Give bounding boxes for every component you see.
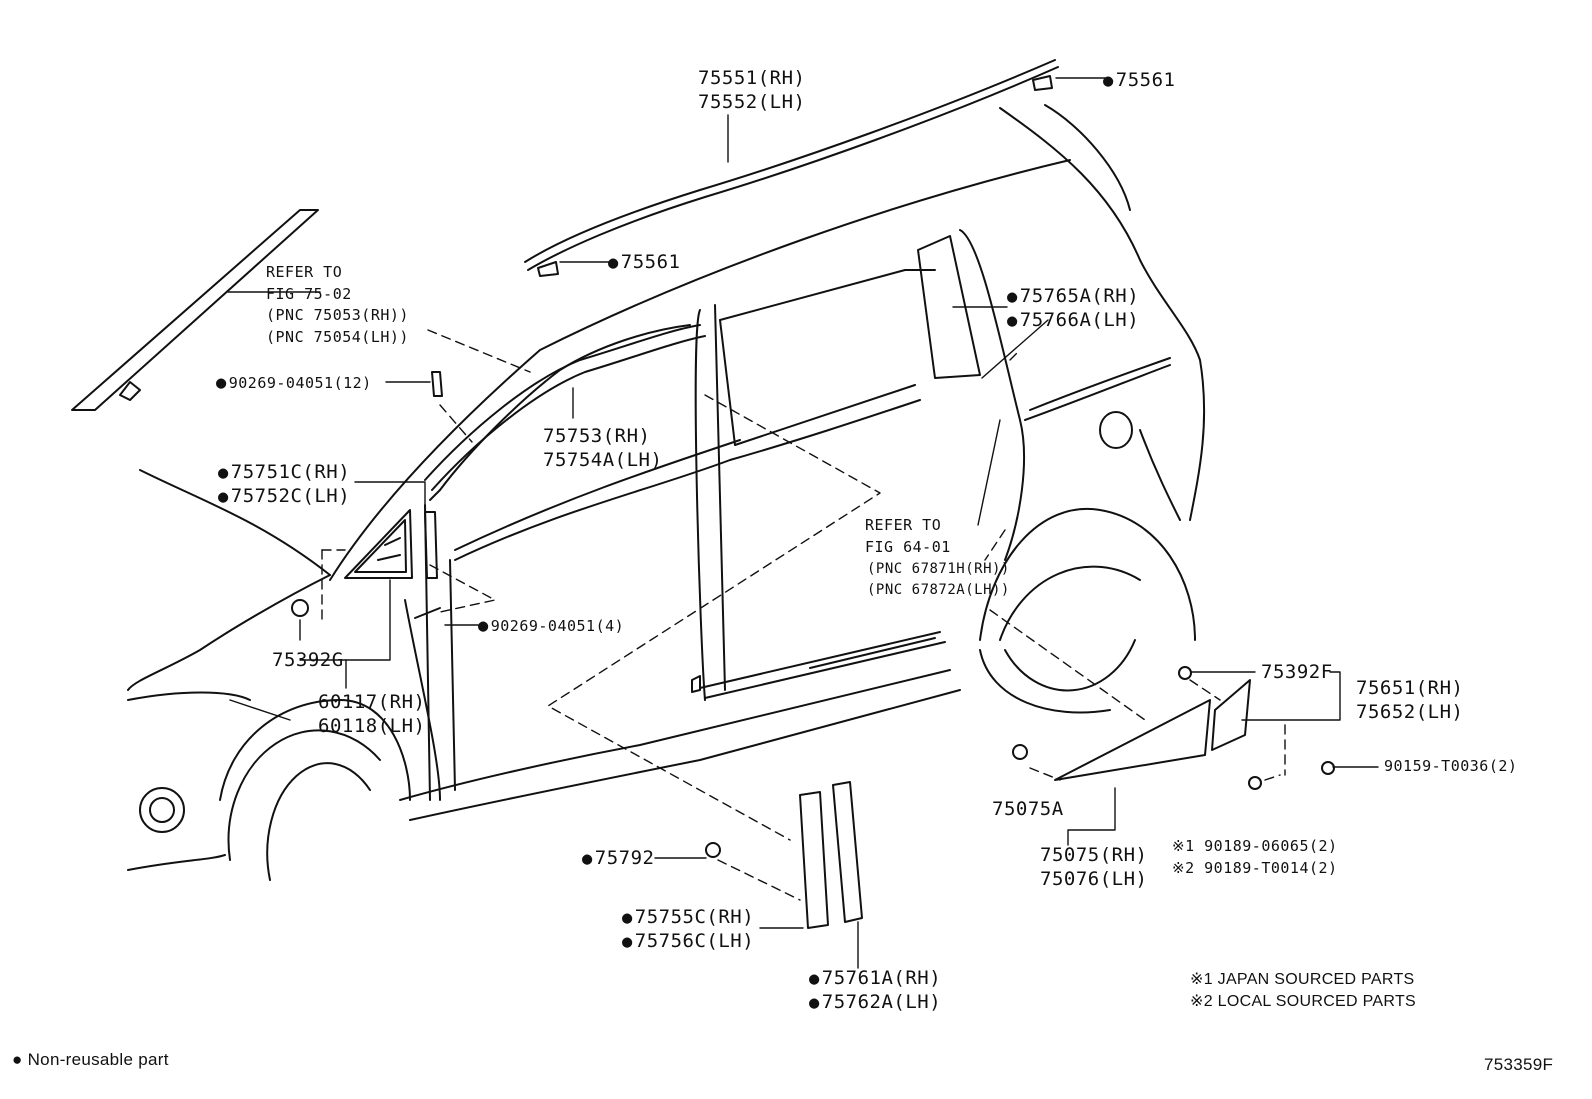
label-75754A: 75754A(LH) [543,449,663,471]
label-75561-mid-text: 75561 [620,251,681,273]
center-pillar-garnish [799,781,863,929]
note-japan-sourced: ※1 JAPAN SOURCED PARTS [1190,971,1415,988]
ref1-line1: REFER TO [266,263,343,281]
label-75766A: 75766A(LH) [1007,308,1139,333]
label-90189-06065: ※1 90189-06065(2) [1172,837,1338,855]
label-75755C-text: 75755C(RH) [634,906,755,928]
leader-lines [227,77,1379,969]
label-75751C-text: 75751C(RH) [230,461,351,483]
ref2-line3: (PNC 67871H(RH)) [867,561,1010,577]
dashed-reference-lines [321,329,1286,901]
label-75756C-text: 75756C(LH) [634,930,755,952]
ref2-line1: REFER TO [865,516,942,534]
diagram-id: 753359F [1484,1055,1554,1074]
label-75766A-text: 75766A(LH) [1019,309,1140,331]
ref1-line4: (PNC 75054(LH)) [266,328,409,346]
label-75561-top-text: 75561 [1115,69,1176,91]
label-75755C: 75755C(RH) [622,905,754,930]
label-75765A: 75765A(RH) [1007,284,1139,309]
label-75792: 75792 [582,846,654,871]
legend-dot-icon: ● [12,1050,23,1069]
ref2-line2: FIG 64-01 [865,538,951,556]
legend-non-reusable: ● Non-reusable part [12,1048,169,1072]
label-60117: 60117(RH) [318,691,426,713]
quarter-window-molding [344,509,438,579]
label-75561-mid: 75561 [608,250,680,275]
label-75075: 75075(RH) [1040,844,1148,866]
label-75561-top: 75561 [1103,68,1175,93]
wheel-arches [139,507,1196,881]
legend-text: Non-reusable part [27,1050,169,1069]
note-local-sourced: ※2 LOCAL SOURCED PARTS [1190,993,1416,1010]
label-75765A-text: 75765A(RH) [1019,285,1140,307]
label-75651: 75651(RH) [1356,677,1464,699]
label-75076: 75076(LH) [1040,868,1148,890]
rear-pillar-garnish [917,235,981,379]
label-75752C-text: 75752C(LH) [230,485,351,507]
rear-quarter-molding [1012,666,1335,790]
label-75075A: 75075A [992,798,1064,820]
ref1-line3: (PNC 75053(RH)) [266,306,409,324]
window-frame-molding [424,324,706,491]
label-90269-12: 90269-04051(12) [216,373,372,393]
label-90159: 90159-T0036(2) [1384,757,1518,775]
label-75751C: 75751C(RH) [218,460,350,485]
label-90269-4: 90269-04051(4) [478,616,624,636]
fasteners [291,75,1053,858]
label-75752C: 75752C(LH) [218,484,350,509]
label-75652: 75652(LH) [1356,701,1464,723]
label-75762A: 75762A(LH) [809,990,941,1015]
label-75753: 75753(RH) [543,425,651,447]
label-60118: 60118(LH) [318,715,426,737]
door-belt-molding [699,631,946,699]
label-75756C: 75756C(LH) [622,929,754,954]
car-body [127,104,1206,871]
ref1-line2: FIG 75-02 [266,285,352,303]
label-75792-text: 75792 [594,847,655,869]
label-75392F: 75392F [1261,661,1333,683]
label-75392G: 75392G [272,649,344,671]
a-pillar-molding [71,209,319,411]
ref2-line4: (PNC 67872A(LH)) [867,582,1010,598]
label-75762A-text: 75762A(LH) [821,991,942,1013]
label-90269-4-text: 90269-04051(4) [490,617,625,635]
label-75761A: 75761A(RH) [809,966,941,991]
roof-rail-molding [524,59,1059,271]
label-90269-12-text: 90269-04051(12) [228,374,372,392]
label-75552: 75552(LH) [698,91,806,113]
label-90189-T0014: ※2 90189-T0014(2) [1172,859,1338,877]
label-75761A-text: 75761A(RH) [821,967,942,989]
label-75551: 75551(RH) [698,67,806,89]
